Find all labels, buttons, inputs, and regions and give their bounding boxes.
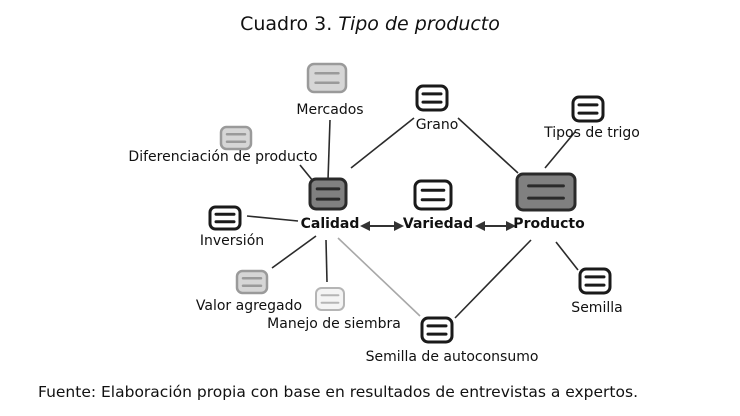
icons-layer [208, 62, 612, 344]
node-semilla-label: Semilla [571, 300, 623, 316]
edge-producto-to-tipos-trigo [544, 131, 576, 169]
node-diferenciacion-icon [219, 125, 253, 151]
node-valor-agregado-icon [235, 269, 269, 295]
node-mercados-icon [306, 62, 348, 94]
node-variedad-icon [413, 179, 453, 211]
node-tipos-trigo-label: Tipos de trigo [544, 125, 640, 141]
node-grano-label: Grano [415, 117, 459, 133]
node-inversion-label: Inversión [199, 233, 265, 249]
node-semilla-icon [578, 267, 612, 295]
node-mercados-label: Mercados [296, 102, 364, 118]
node-manejo-siembra-label: Manejo de siembra [267, 316, 401, 332]
node-calidad-label: Calidad [300, 216, 360, 232]
node-manejo-siembra-icon [315, 287, 345, 311]
node-inversion-icon [208, 205, 242, 231]
node-grano-icon [415, 84, 449, 112]
node-semilla-autoconsumo-label: Semilla de autoconsumo [365, 349, 539, 365]
node-calidad-icon [308, 177, 348, 211]
edge-calidad-to-diferenciacion [299, 164, 314, 182]
edge-calidad-to-grano [350, 117, 415, 169]
node-producto-icon [515, 172, 577, 212]
edges-layer [246, 117, 579, 319]
figure-footer: Fuente: Elaboración propia con base en r… [38, 383, 638, 401]
edge-calidad-to-inversion [246, 215, 299, 222]
edge-producto-to-semilla [555, 241, 579, 271]
figure-title-subtitle: Tipo de producto [338, 13, 500, 35]
edge-calidad-to-mercados [327, 119, 331, 181]
edge-calidad-to-semilla-autoconsumo [337, 237, 421, 317]
edge-producto-to-semilla-autoconsumo [454, 239, 532, 319]
node-semilla-autoconsumo-icon [420, 316, 454, 344]
figure-title-prefix: Cuadro 3. [240, 13, 333, 35]
figure-title: Cuadro 3. Tipo de producto [0, 12, 740, 36]
edge-calidad-to-valor-agregado [271, 235, 317, 269]
node-valor-agregado-label: Valor agregado [195, 298, 303, 314]
edge-grano-to-producto [457, 117, 519, 174]
node-producto-label: Producto [513, 216, 585, 232]
edge-calidad-to-manejo-siembra [325, 239, 328, 283]
node-variedad-label: Variedad [402, 216, 474, 232]
node-tipos-trigo-icon [571, 95, 605, 123]
node-diferenciacion-label: Diferenciación de producto [128, 149, 318, 165]
